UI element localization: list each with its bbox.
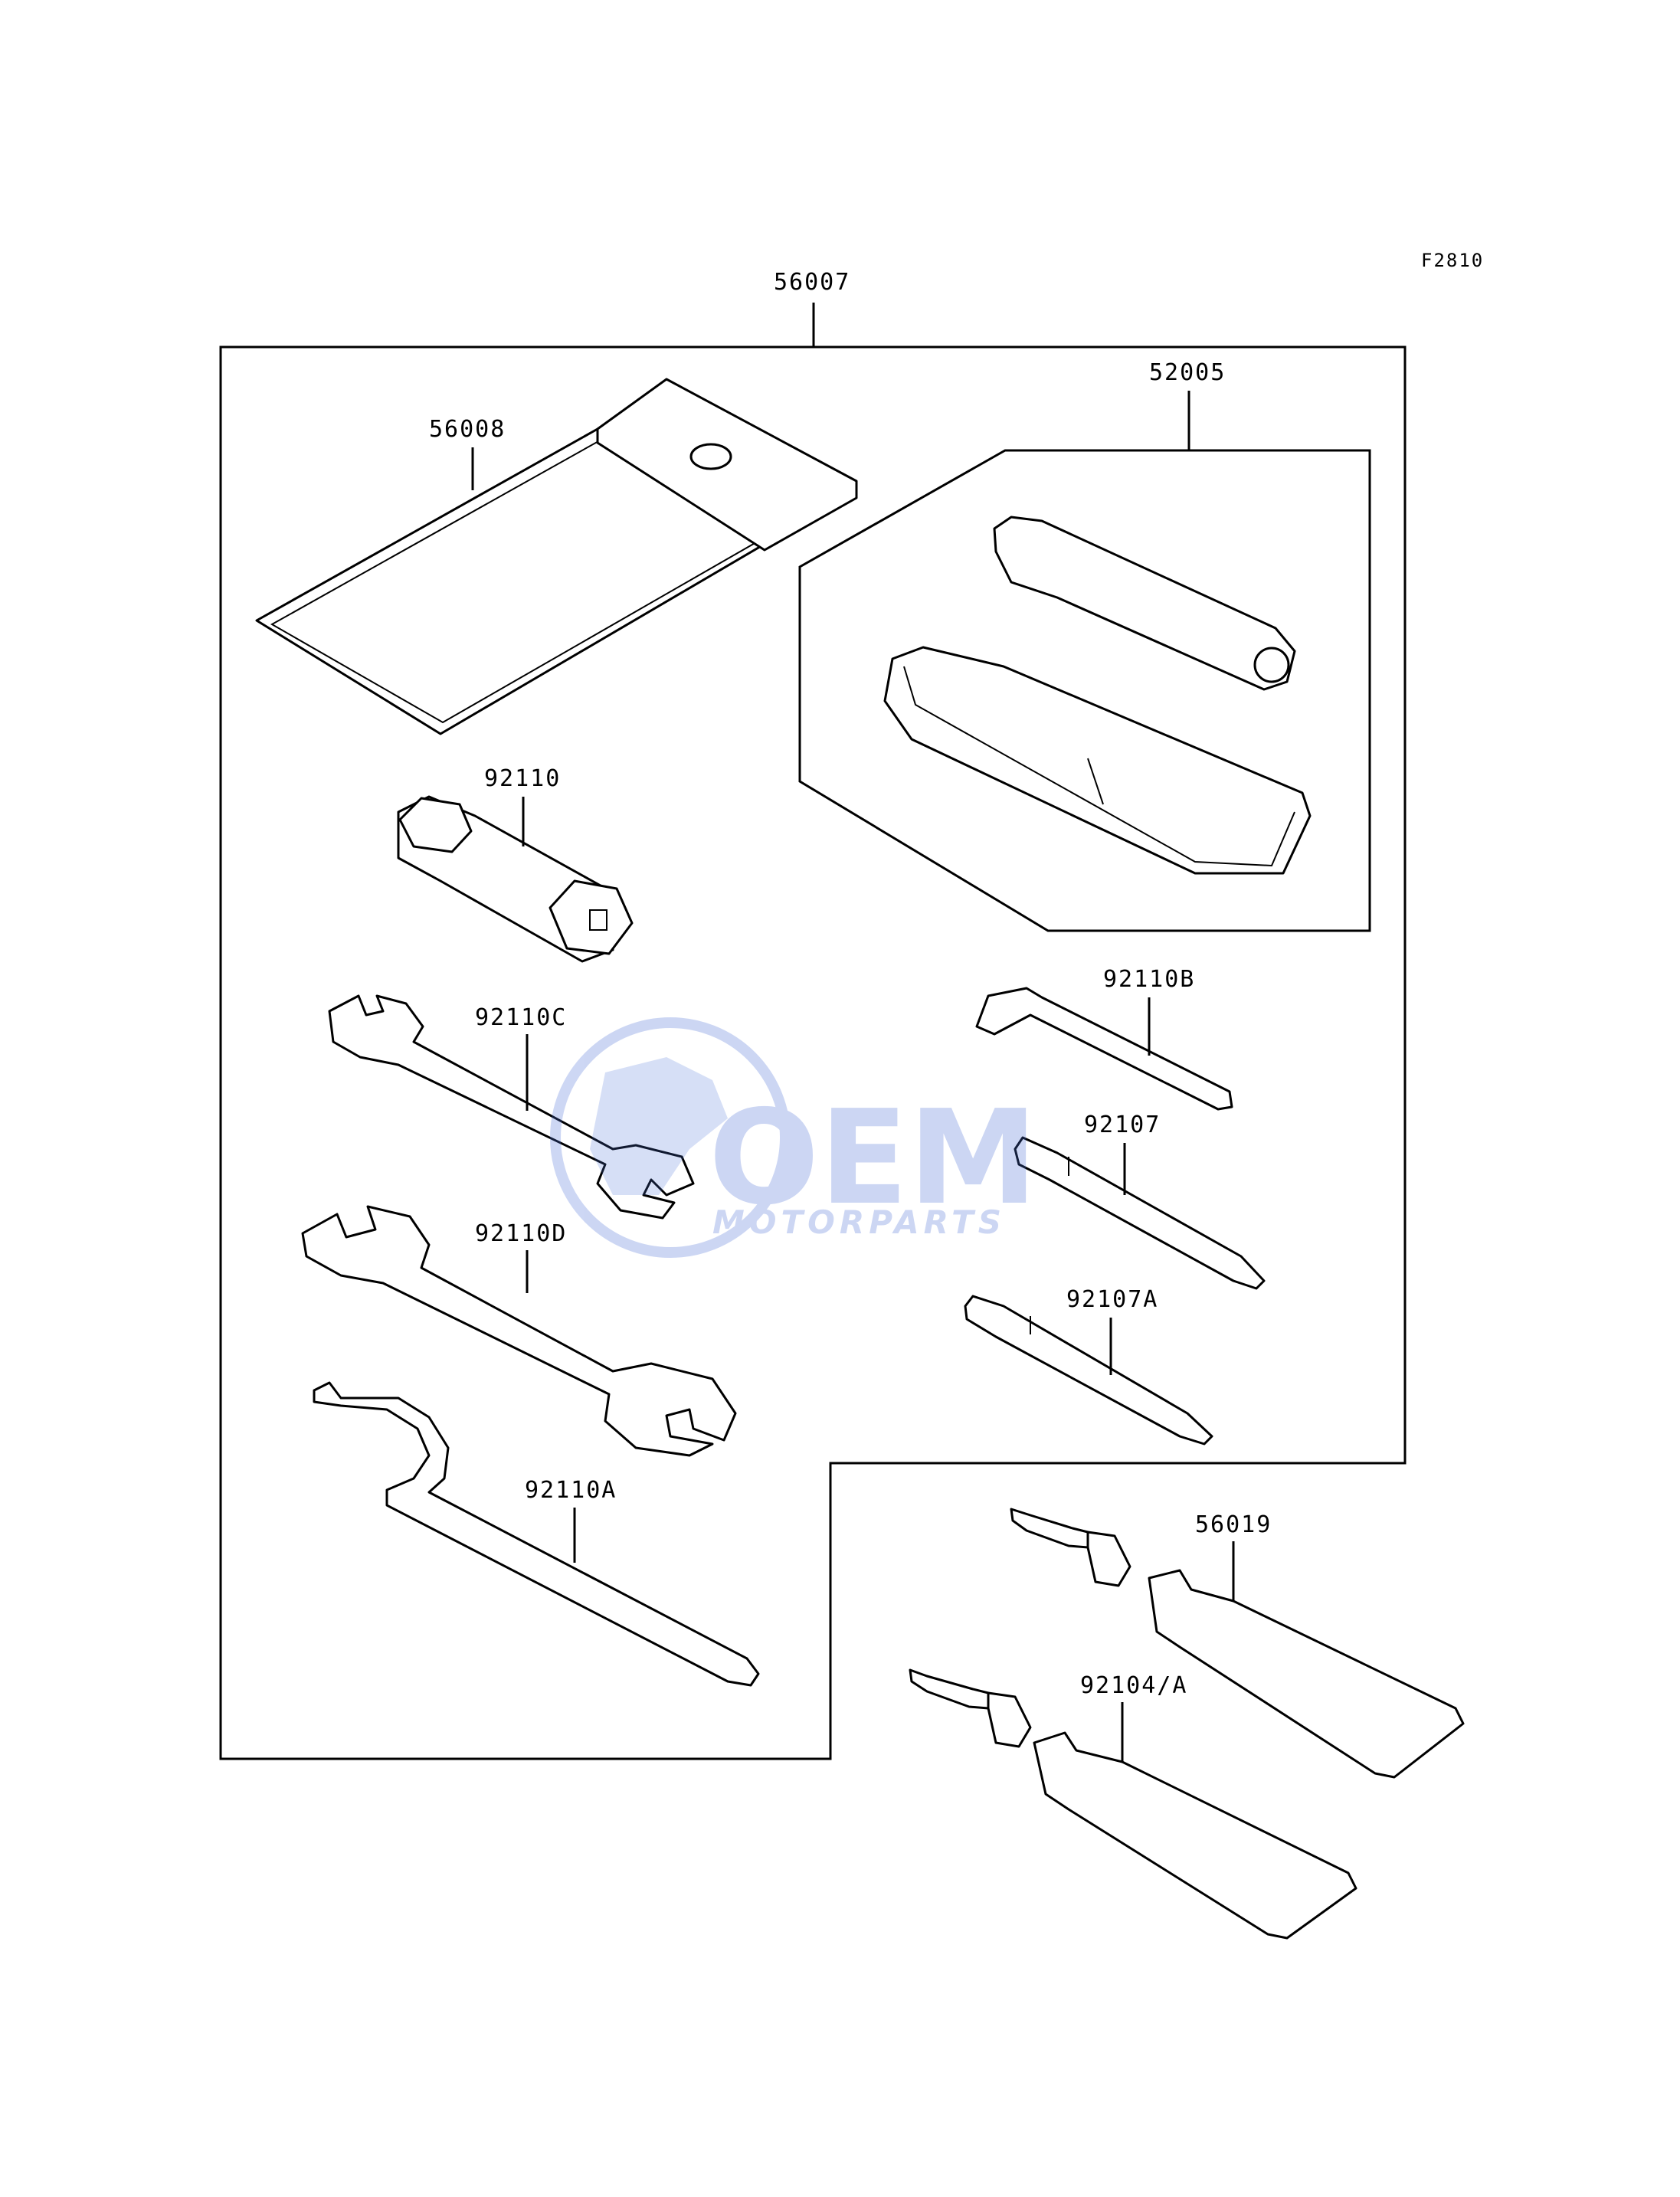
label-52005[interactable]: 52005 — [1149, 359, 1226, 386]
label-92110D[interactable]: 92110D — [475, 1220, 567, 1247]
label-92107[interactable]: 92107 — [1084, 1112, 1161, 1138]
repair-kit-drawing — [883, 516, 1312, 875]
oem-watermark: OEM MOTORPARTS — [550, 1017, 1038, 1258]
tool-pouch-drawing — [255, 378, 858, 735]
hex-key-drawing — [975, 987, 1233, 1111]
label-56007[interactable]: 56007 — [774, 269, 850, 296]
label-56008[interactable]: 56008 — [429, 416, 506, 443]
screwdriver-a-drawing — [964, 1295, 1213, 1446]
label-92110A[interactable]: 92110A — [525, 1477, 617, 1504]
label-92104A[interactable]: 92104/A — [1080, 1672, 1187, 1699]
hook-wrench-drawing — [313, 1381, 760, 1687]
label-92110B[interactable]: 92110B — [1103, 966, 1195, 993]
screwdriver-drawing — [1014, 1136, 1266, 1290]
globe-icon — [550, 1017, 791, 1258]
toolkit-outline — [219, 345, 1407, 1760]
label-92110C[interactable]: 92110C — [475, 1004, 567, 1031]
label-56019[interactable]: 56019 — [1195, 1511, 1272, 1538]
wrench-c-drawing — [328, 994, 695, 1220]
plug-wrench-drawing — [397, 795, 634, 963]
wrench-d-drawing — [301, 1205, 737, 1457]
repair-kit-outline — [798, 449, 1371, 932]
figure-code: F2810 — [1421, 250, 1484, 271]
watermark-brand: OEM — [709, 1082, 1038, 1234]
tube-92104-drawing — [909, 1668, 1357, 1940]
tube-56019-drawing — [1010, 1508, 1465, 1779]
watermark-sub: MOTORPARTS — [712, 1203, 1006, 1241]
label-92107A[interactable]: 92107A — [1066, 1286, 1158, 1313]
label-92110[interactable]: 92110 — [484, 765, 561, 792]
